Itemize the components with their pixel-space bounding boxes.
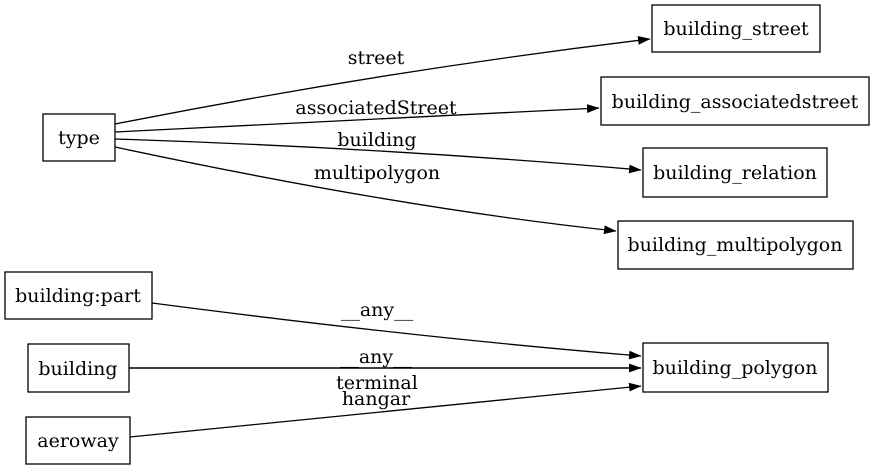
node-type-box (42, 113, 116, 162)
edge-label-any-buildingpart: __any__ (341, 299, 414, 321)
edge-labels-layer: street associatedStreet building multipo… (295, 47, 457, 410)
edge-type-building_multipolygon (114, 146, 617, 235)
edges-layer (114, 36, 651, 438)
node-building-label: building (38, 358, 117, 380)
edge-aeroway-building_polygon (129, 382, 642, 438)
node-buildingpart-label: building:part (15, 285, 141, 307)
node-building_polygon: building_polygon (642, 342, 829, 393)
edge-label-building: building (337, 129, 416, 151)
node-building: building (27, 343, 130, 393)
edge-type-building_relation (114, 138, 642, 174)
node-building-box (27, 343, 130, 393)
edge-label-multipolygon: multipolygon (314, 162, 440, 184)
node-building_associatedstreet: building_associatedstreet (600, 76, 870, 126)
node-building_polygon-label: building_polygon (653, 357, 818, 379)
node-building_multipolygon-box (617, 220, 854, 270)
node-building_polygon-box (642, 342, 829, 393)
node-building_relation-label: building_relation (653, 162, 817, 184)
node-aeroway: aeroway (25, 416, 131, 465)
edge-label-hangar: hangar (342, 388, 411, 410)
node-type: type (42, 113, 116, 162)
node-building_street: building_street (651, 4, 821, 53)
node-building_associatedstreet-box (600, 76, 870, 126)
edge-label-street: street (348, 47, 405, 69)
node-buildingpart-box (4, 271, 153, 320)
edge-type-building_street (114, 36, 651, 125)
node-building_associatedstreet-label: building_associatedstreet (612, 91, 859, 113)
node-building_multipolygon-label: building_multipolygon (628, 234, 843, 256)
node-building_street-label: building_street (663, 18, 809, 40)
node-building_relation: building_relation (642, 147, 828, 198)
node-type-label: type (58, 127, 100, 149)
edge-label-associatedstreet: associatedStreet (295, 97, 457, 119)
nodes-layer: type building_street building_associated… (4, 4, 870, 465)
node-building_relation-box (642, 147, 828, 198)
node-buildingpart: building:part (4, 271, 153, 320)
edge-type-building_associatedstreet (114, 104, 600, 133)
node-building_street-box (651, 4, 821, 53)
node-building_multipolygon: building_multipolygon (617, 220, 854, 270)
edge-label-terminal: terminal (336, 372, 418, 394)
node-aeroway-box (25, 416, 131, 465)
edge-label-any-building: __any__ (340, 346, 413, 368)
edge-buildingpart-building_polygon (151, 302, 642, 360)
node-aeroway-label: aeroway (37, 430, 119, 452)
